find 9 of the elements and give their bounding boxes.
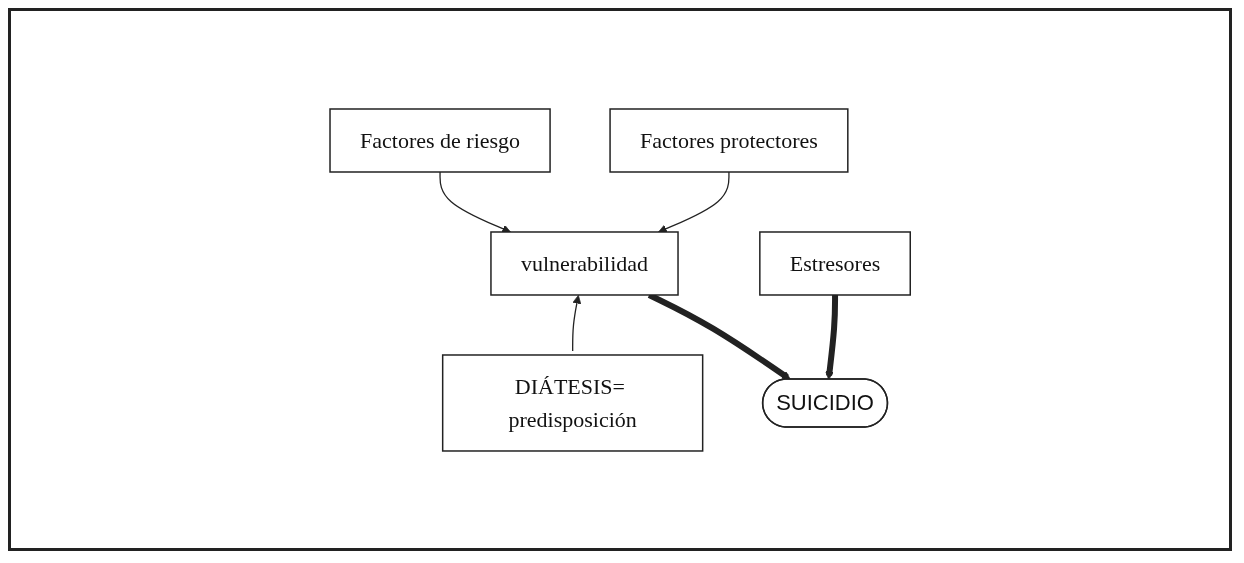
node-box: Estresores <box>758 230 911 296</box>
node-box: DIÁTESIS= predisposición <box>441 353 704 452</box>
node-box: vulnerabilidad <box>490 230 679 296</box>
node-box: Factores protectores <box>609 107 849 173</box>
node-box: Factores de riesgo <box>329 107 551 173</box>
arrow <box>657 170 730 233</box>
arrow <box>571 294 582 352</box>
arrow <box>825 294 838 380</box>
arrow <box>439 170 511 233</box>
